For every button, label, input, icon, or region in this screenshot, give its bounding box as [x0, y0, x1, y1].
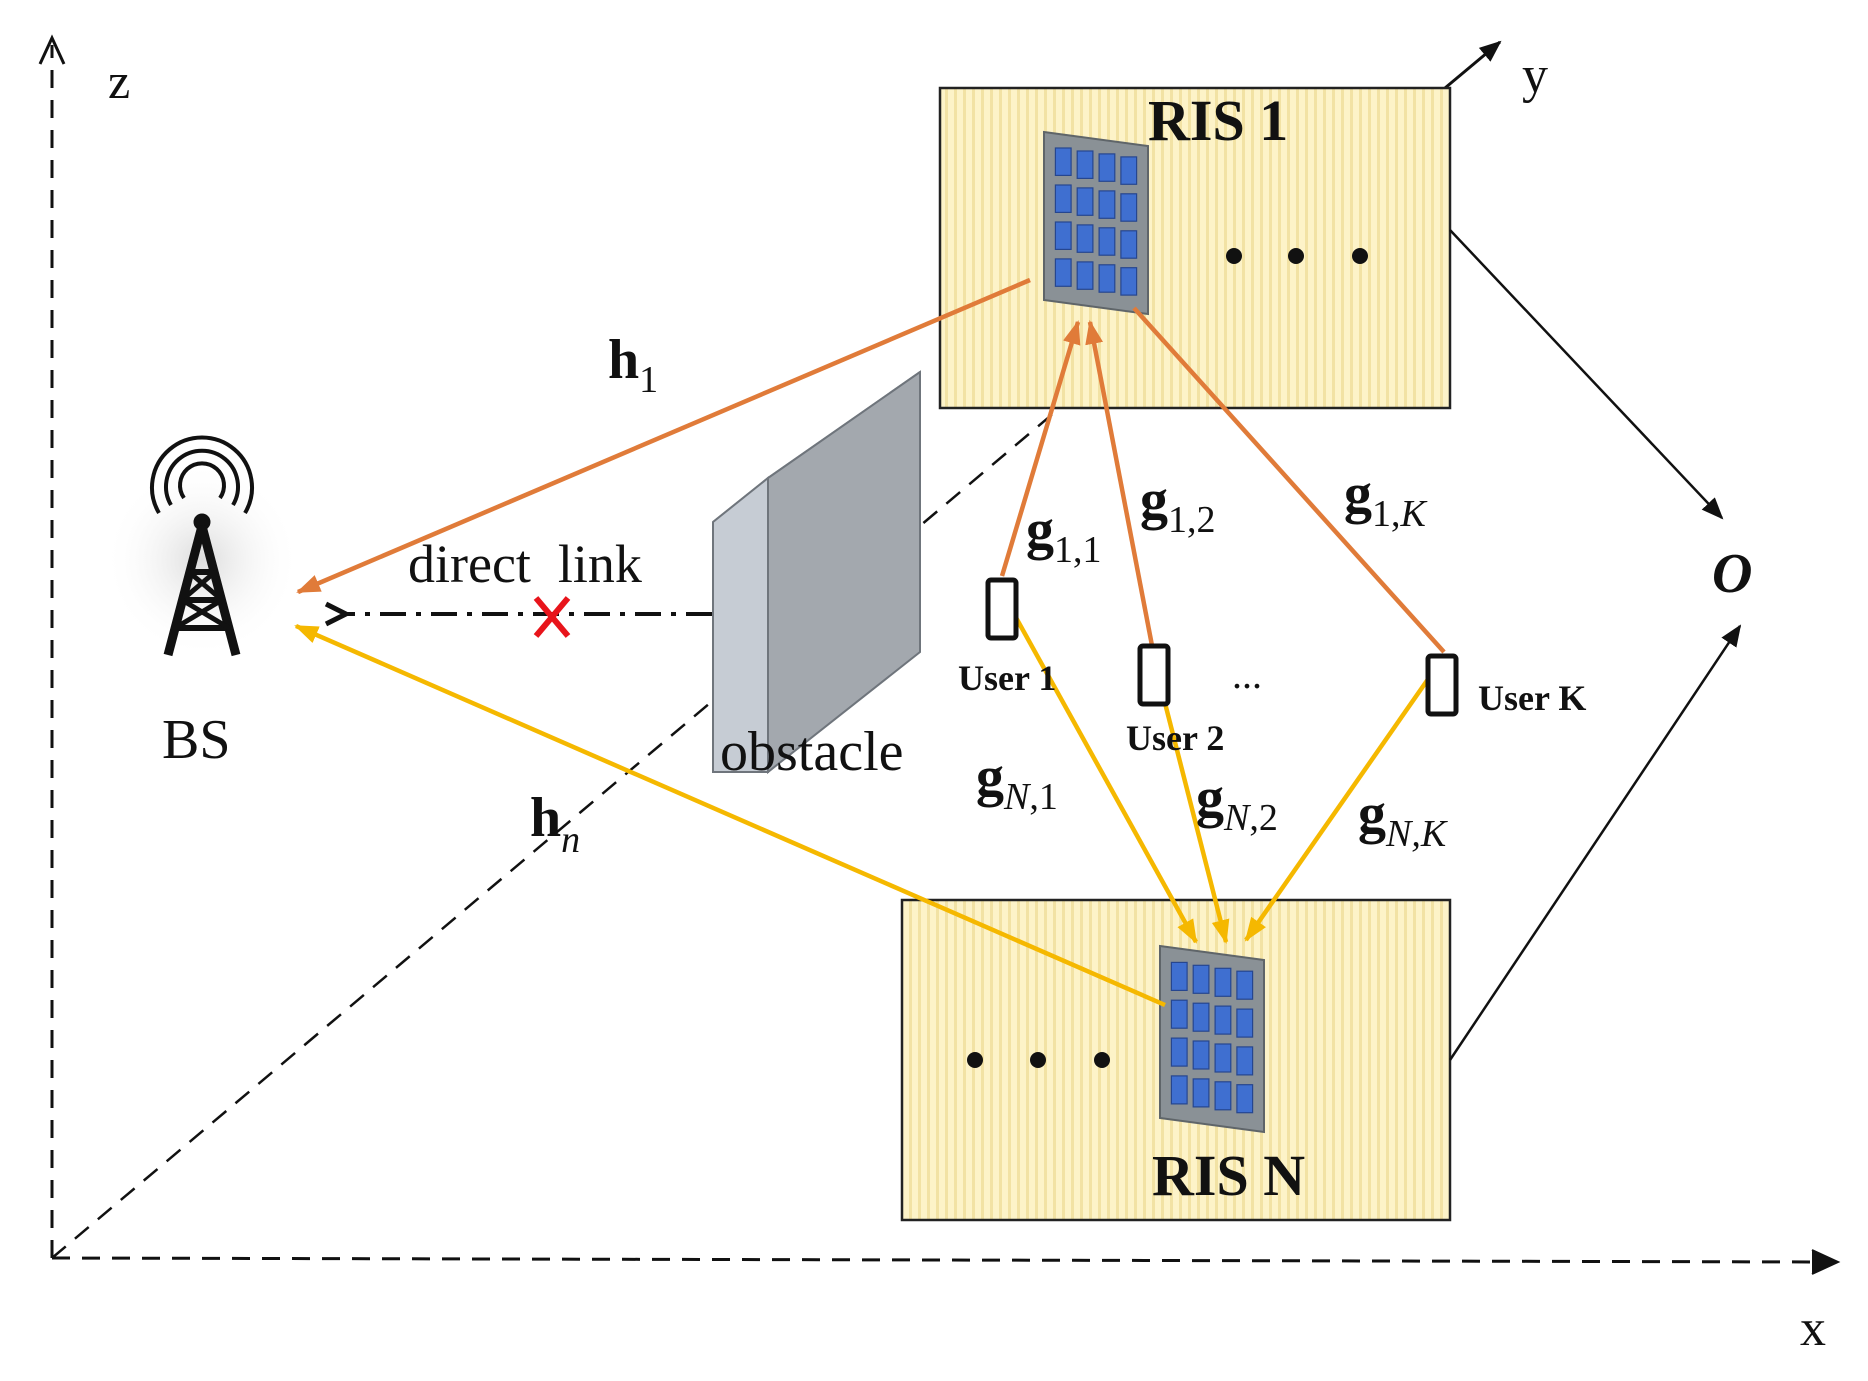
channel-label-gn2: gN,2 — [1196, 767, 1278, 839]
ris-1-surface — [1043, 130, 1149, 316]
ris-n-to-origin-arrow — [1448, 624, 1742, 1061]
ris-element — [1236, 1084, 1254, 1114]
h1-link — [296, 277, 1031, 595]
ris-element — [1170, 999, 1188, 1029]
channel-labels: h1 hn g1,1 g1,2 g1,K gN,1 gN,2 gN,K — [530, 329, 1448, 861]
channel-label-h1: h1 — [608, 329, 658, 401]
ris-1-ellipsis-dot — [1288, 248, 1304, 264]
channel-label-gnk: gN,K — [1358, 783, 1448, 855]
ris-element — [1120, 156, 1138, 185]
channel-label-g11: g1,1 — [1026, 499, 1102, 571]
ris-element — [1236, 1008, 1254, 1038]
ris-1-title: RIS 1 — [1148, 88, 1288, 153]
ris-element — [1098, 153, 1116, 182]
phone-icon — [1425, 653, 1459, 717]
ris-element — [1192, 1040, 1210, 1070]
ris-element — [1170, 1037, 1188, 1067]
direct-link-label: direct link — [408, 534, 642, 594]
user-2-label: User 2 — [1126, 718, 1224, 758]
ris-element — [1214, 1005, 1232, 1035]
x-axis-label: x — [1800, 1300, 1826, 1357]
z-axis-label: z — [108, 53, 130, 109]
x-axis — [51, 1256, 1831, 1264]
ris-element — [1120, 267, 1138, 296]
ris-element — [1098, 190, 1116, 219]
ris-n-title: RIS N — [1152, 1143, 1305, 1208]
ris-element — [1076, 224, 1094, 253]
channel-label-g1k: g1,K — [1344, 463, 1428, 535]
g11-link — [999, 320, 1081, 577]
ris-element — [1054, 147, 1072, 176]
ris-element — [1054, 184, 1072, 213]
channel-label-g12: g1,2 — [1140, 469, 1216, 541]
ris-n-links — [294, 594, 1442, 1008]
phone-icon — [1137, 643, 1171, 707]
ris-element — [1120, 230, 1138, 259]
obstacle-front — [712, 475, 769, 773]
g12-link — [1085, 320, 1157, 657]
ris-element — [1170, 1075, 1188, 1105]
user-1: User 1 — [958, 577, 1056, 698]
ris-n-ellipsis-dot — [967, 1052, 983, 1068]
base-station-glow — [104, 462, 300, 658]
ris-element — [1054, 221, 1072, 250]
ris-1-to-origin-arrow — [1449, 229, 1724, 520]
ris-element — [1192, 1002, 1210, 1032]
users: User 1 User 2 ... User K — [958, 577, 1586, 758]
ris-1-links — [296, 277, 1446, 657]
direct-link: direct link — [346, 534, 712, 638]
ris-element — [1098, 227, 1116, 256]
gn1-link — [1002, 594, 1198, 944]
users-ellipsis: ... — [1232, 652, 1262, 697]
ris-element — [1170, 961, 1188, 992]
aggregation-arrows: O — [1448, 229, 1752, 1061]
gn2-link — [1151, 659, 1230, 944]
hn-link — [294, 623, 1166, 1008]
user-k: User K — [1425, 653, 1586, 718]
ris-1-panel: RIS 1 — [938, 86, 1452, 410]
obstacle-label: obstacle — [720, 721, 903, 783]
ris-n-panel: RIS N — [900, 898, 1452, 1222]
obstacle: obstacle — [712, 370, 921, 783]
ris-element — [1054, 258, 1072, 287]
phone-icon — [985, 577, 1019, 641]
ris-1-wall — [938, 86, 1452, 410]
g1k-link — [1132, 306, 1446, 654]
y-axis-label: y — [1522, 47, 1548, 104]
ris-element — [1076, 150, 1094, 179]
ris-element — [1098, 264, 1116, 293]
ris-element — [1214, 1043, 1232, 1073]
y-axis-tail — [1444, 40, 1502, 90]
origin-label: O — [1712, 543, 1752, 605]
ris-element — [1236, 970, 1254, 1000]
ris-element — [1236, 1046, 1254, 1076]
antenna-tower-icon — [150, 435, 254, 657]
obstacle-side — [767, 370, 921, 775]
ris-element — [1192, 1078, 1210, 1108]
ris-1-ellipsis-dot — [1352, 248, 1368, 264]
base-station: BS — [104, 435, 300, 771]
channel-label-gn1: gN,1 — [976, 746, 1058, 818]
ris-n-ellipsis-dot — [1030, 1052, 1046, 1068]
base-station-label: BS — [162, 709, 231, 771]
blocked-cross-icon — [533, 596, 571, 638]
ris-element — [1076, 187, 1094, 216]
ris-n-ellipsis-dot — [1094, 1052, 1110, 1068]
x-axis-arrowhead — [1811, 1249, 1841, 1275]
ris-n-surface — [1159, 944, 1265, 1134]
ris-1-ellipsis-dot — [1226, 248, 1242, 264]
user-1-label: User 1 — [958, 658, 1056, 698]
ris-element — [1214, 1081, 1232, 1111]
user-k-label: User K — [1478, 678, 1586, 718]
ris-element — [1214, 967, 1232, 997]
ris-element — [1192, 964, 1210, 994]
user-2: User 2 — [1126, 643, 1224, 758]
z-axis-arrowhead — [38, 34, 66, 65]
gnk-link — [1244, 660, 1442, 942]
channel-label-hn: hn — [530, 787, 580, 861]
ris-element — [1076, 261, 1094, 290]
ris-element — [1120, 193, 1138, 222]
